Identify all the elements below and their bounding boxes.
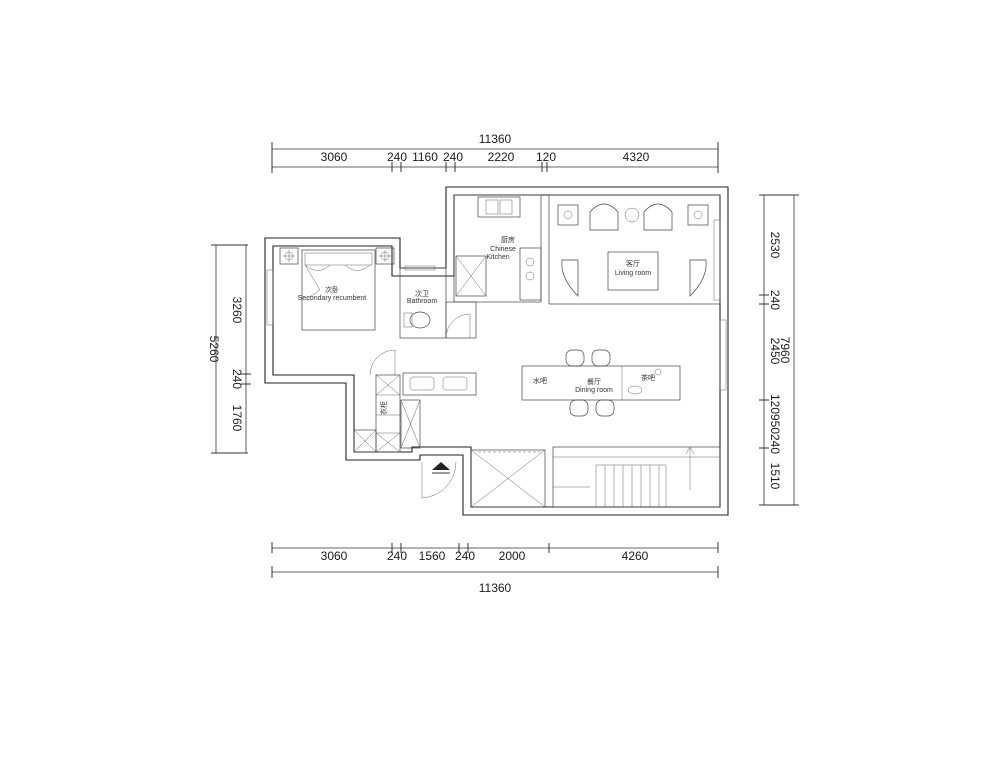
right-dimension-segments: 2530 240 2450 120950240 1510 <box>759 194 782 506</box>
burner-icon <box>525 257 535 267</box>
dining-room: 水吧 茶吧 餐厅 Dining room <box>521 319 727 417</box>
bottom-seg-4: 240 <box>455 549 475 563</box>
right-seg-3: 2450 <box>768 338 782 365</box>
bottom-seg-1: 3060 <box>321 549 348 563</box>
left-seg-3: 1760 <box>230 405 244 432</box>
top-total-label: 11360 <box>479 132 512 146</box>
exterior-walls <box>264 186 729 516</box>
kitchen-counter-side <box>519 247 542 301</box>
nightstand-right <box>375 247 395 265</box>
top-seg-2: 240 <box>387 150 407 164</box>
bottom-total-label: 11360 <box>479 581 512 595</box>
armchair-icon <box>589 203 619 231</box>
entry-door-swing <box>421 461 457 499</box>
dining-side-left: 水吧 <box>533 376 547 385</box>
dining-chair <box>565 349 585 367</box>
bed <box>301 249 376 331</box>
nightstand-left <box>279 247 299 265</box>
sink-icon <box>442 376 468 391</box>
dining-chair <box>595 399 615 417</box>
sink-icon <box>499 199 513 215</box>
right-total-label: 7960 <box>778 337 792 364</box>
kitchen-label-en-1: Chinese <box>490 246 516 253</box>
bottom-seg-5: 2000 <box>499 549 526 563</box>
left-total-label: 5260 <box>207 336 221 363</box>
armchair-icon <box>643 203 673 231</box>
left-seg-1: 3260 <box>230 297 244 324</box>
side-table-right <box>687 204 709 226</box>
top-seg-5: 2220 <box>488 150 515 164</box>
dining-window <box>719 319 727 391</box>
living-window <box>713 219 721 301</box>
top-dimension-segments: 3060 240 1160 240 2220 120 4320 <box>272 150 718 172</box>
vanity-counter <box>402 372 477 396</box>
secondary-bedroom: 次卧 Secondary recumbent <box>266 247 395 331</box>
closet-label: 衣柜 <box>379 401 388 415</box>
coffee-table <box>607 251 659 291</box>
top-seg-3: 1160 <box>412 150 438 164</box>
corridor: 衣柜 <box>353 349 477 453</box>
toilet <box>409 311 431 329</box>
sink-icon <box>409 376 435 391</box>
right-seg-5: 1510 <box>768 463 782 490</box>
bedroom-window <box>266 269 274 326</box>
right-dimension-total: 7960 <box>760 194 799 506</box>
dining-chair <box>591 349 611 367</box>
shaft <box>470 449 546 508</box>
bedroom-door-swing <box>369 349 396 376</box>
top-seg-4: 240 <box>443 150 463 164</box>
bottom-dimension-total: 11360 <box>271 566 719 595</box>
kitchen-counter-top <box>477 196 521 218</box>
dining-side-right: 茶吧 <box>641 373 655 382</box>
dining-label-en: Dining room <box>575 387 613 394</box>
left-seg-2: 240 <box>230 369 244 389</box>
bedroom-label-en: Secondary recumbent <box>298 295 367 302</box>
stair-block <box>552 446 721 508</box>
dining-label-cn: 餐厅 <box>587 377 601 386</box>
living-label-cn: 客厅 <box>626 259 640 268</box>
bathroom-label-cn: 次卫 <box>415 289 429 298</box>
kitchen-label-cn: 厨房 <box>501 235 515 244</box>
bottom-dimension-segments: 3060 240 1560 240 2000 4260 <box>271 542 719 563</box>
closet-column <box>375 374 401 453</box>
right-seg-4: 120950240 <box>768 394 782 454</box>
entry-area <box>421 446 721 508</box>
living-label-en: Living room <box>615 270 651 277</box>
stair-arrow-icon <box>685 446 695 455</box>
armchair-icon <box>561 259 579 297</box>
left-dimension-total: 5260 <box>207 244 248 454</box>
side-table-left <box>557 204 579 226</box>
kitchen-label-en-2: Kitchen <box>486 254 509 261</box>
left-dimension-segments: 3260 240 1760 <box>230 245 251 453</box>
top-seg-7: 4320 <box>623 150 650 164</box>
living-room: 客厅 Living room <box>548 194 721 305</box>
kitchen: 厨房 Chinese Kitchen <box>453 194 542 303</box>
entry-arrow-icon <box>432 462 450 470</box>
bottom-seg-2: 240 <box>387 549 407 563</box>
armchair-icon <box>689 259 707 297</box>
top-seg-1: 3060 <box>321 150 348 164</box>
bottom-seg-3: 1560 <box>419 549 446 563</box>
sink-icon <box>485 199 499 215</box>
bottom-seg-6: 4260 <box>622 549 649 563</box>
plate-icon <box>627 385 643 395</box>
stool-icon <box>624 207 640 223</box>
dining-chair <box>569 399 589 417</box>
top-dimension-total: 11360 <box>271 132 719 173</box>
bedroom-label-cn: 次卧 <box>325 285 339 294</box>
kettle-icon <box>654 368 662 376</box>
right-seg-2: 240 <box>768 290 782 310</box>
top-seg-6: 120 <box>536 150 556 164</box>
right-seg-1: 2530 <box>768 232 782 259</box>
burner-icon <box>525 271 535 281</box>
bathroom-label-en: Bathroom <box>407 298 438 305</box>
